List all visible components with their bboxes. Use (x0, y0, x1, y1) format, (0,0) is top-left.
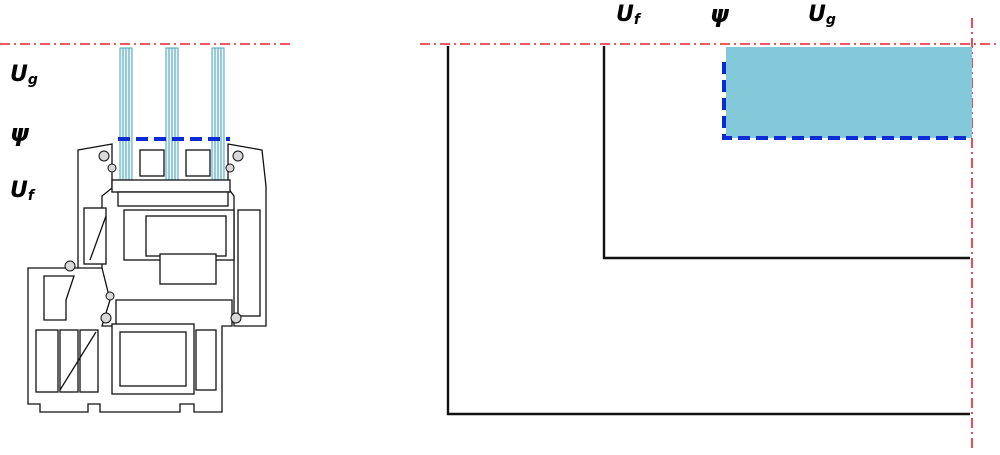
sash-profile (77, 143, 267, 327)
frame-outline (446, 46, 970, 416)
window-section-drawing (0, 43, 292, 413)
label-psi-right: ψ (710, 0, 730, 28)
psi-boundary-right (722, 62, 972, 140)
label-uf-right: Uf (616, 2, 640, 28)
label-uf-left: Uf (10, 178, 34, 204)
gaskets (64, 150, 244, 324)
label-ug-left: Ug (10, 62, 38, 88)
sash-outline (602, 46, 970, 260)
label-ug-right: Ug (808, 2, 836, 28)
frame-profile (27, 267, 233, 413)
schematic-drawing (420, 18, 1000, 451)
label-psi-left: ψ (10, 119, 30, 147)
glass-pane-lines (122, 48, 222, 182)
glazing-area (726, 47, 972, 138)
